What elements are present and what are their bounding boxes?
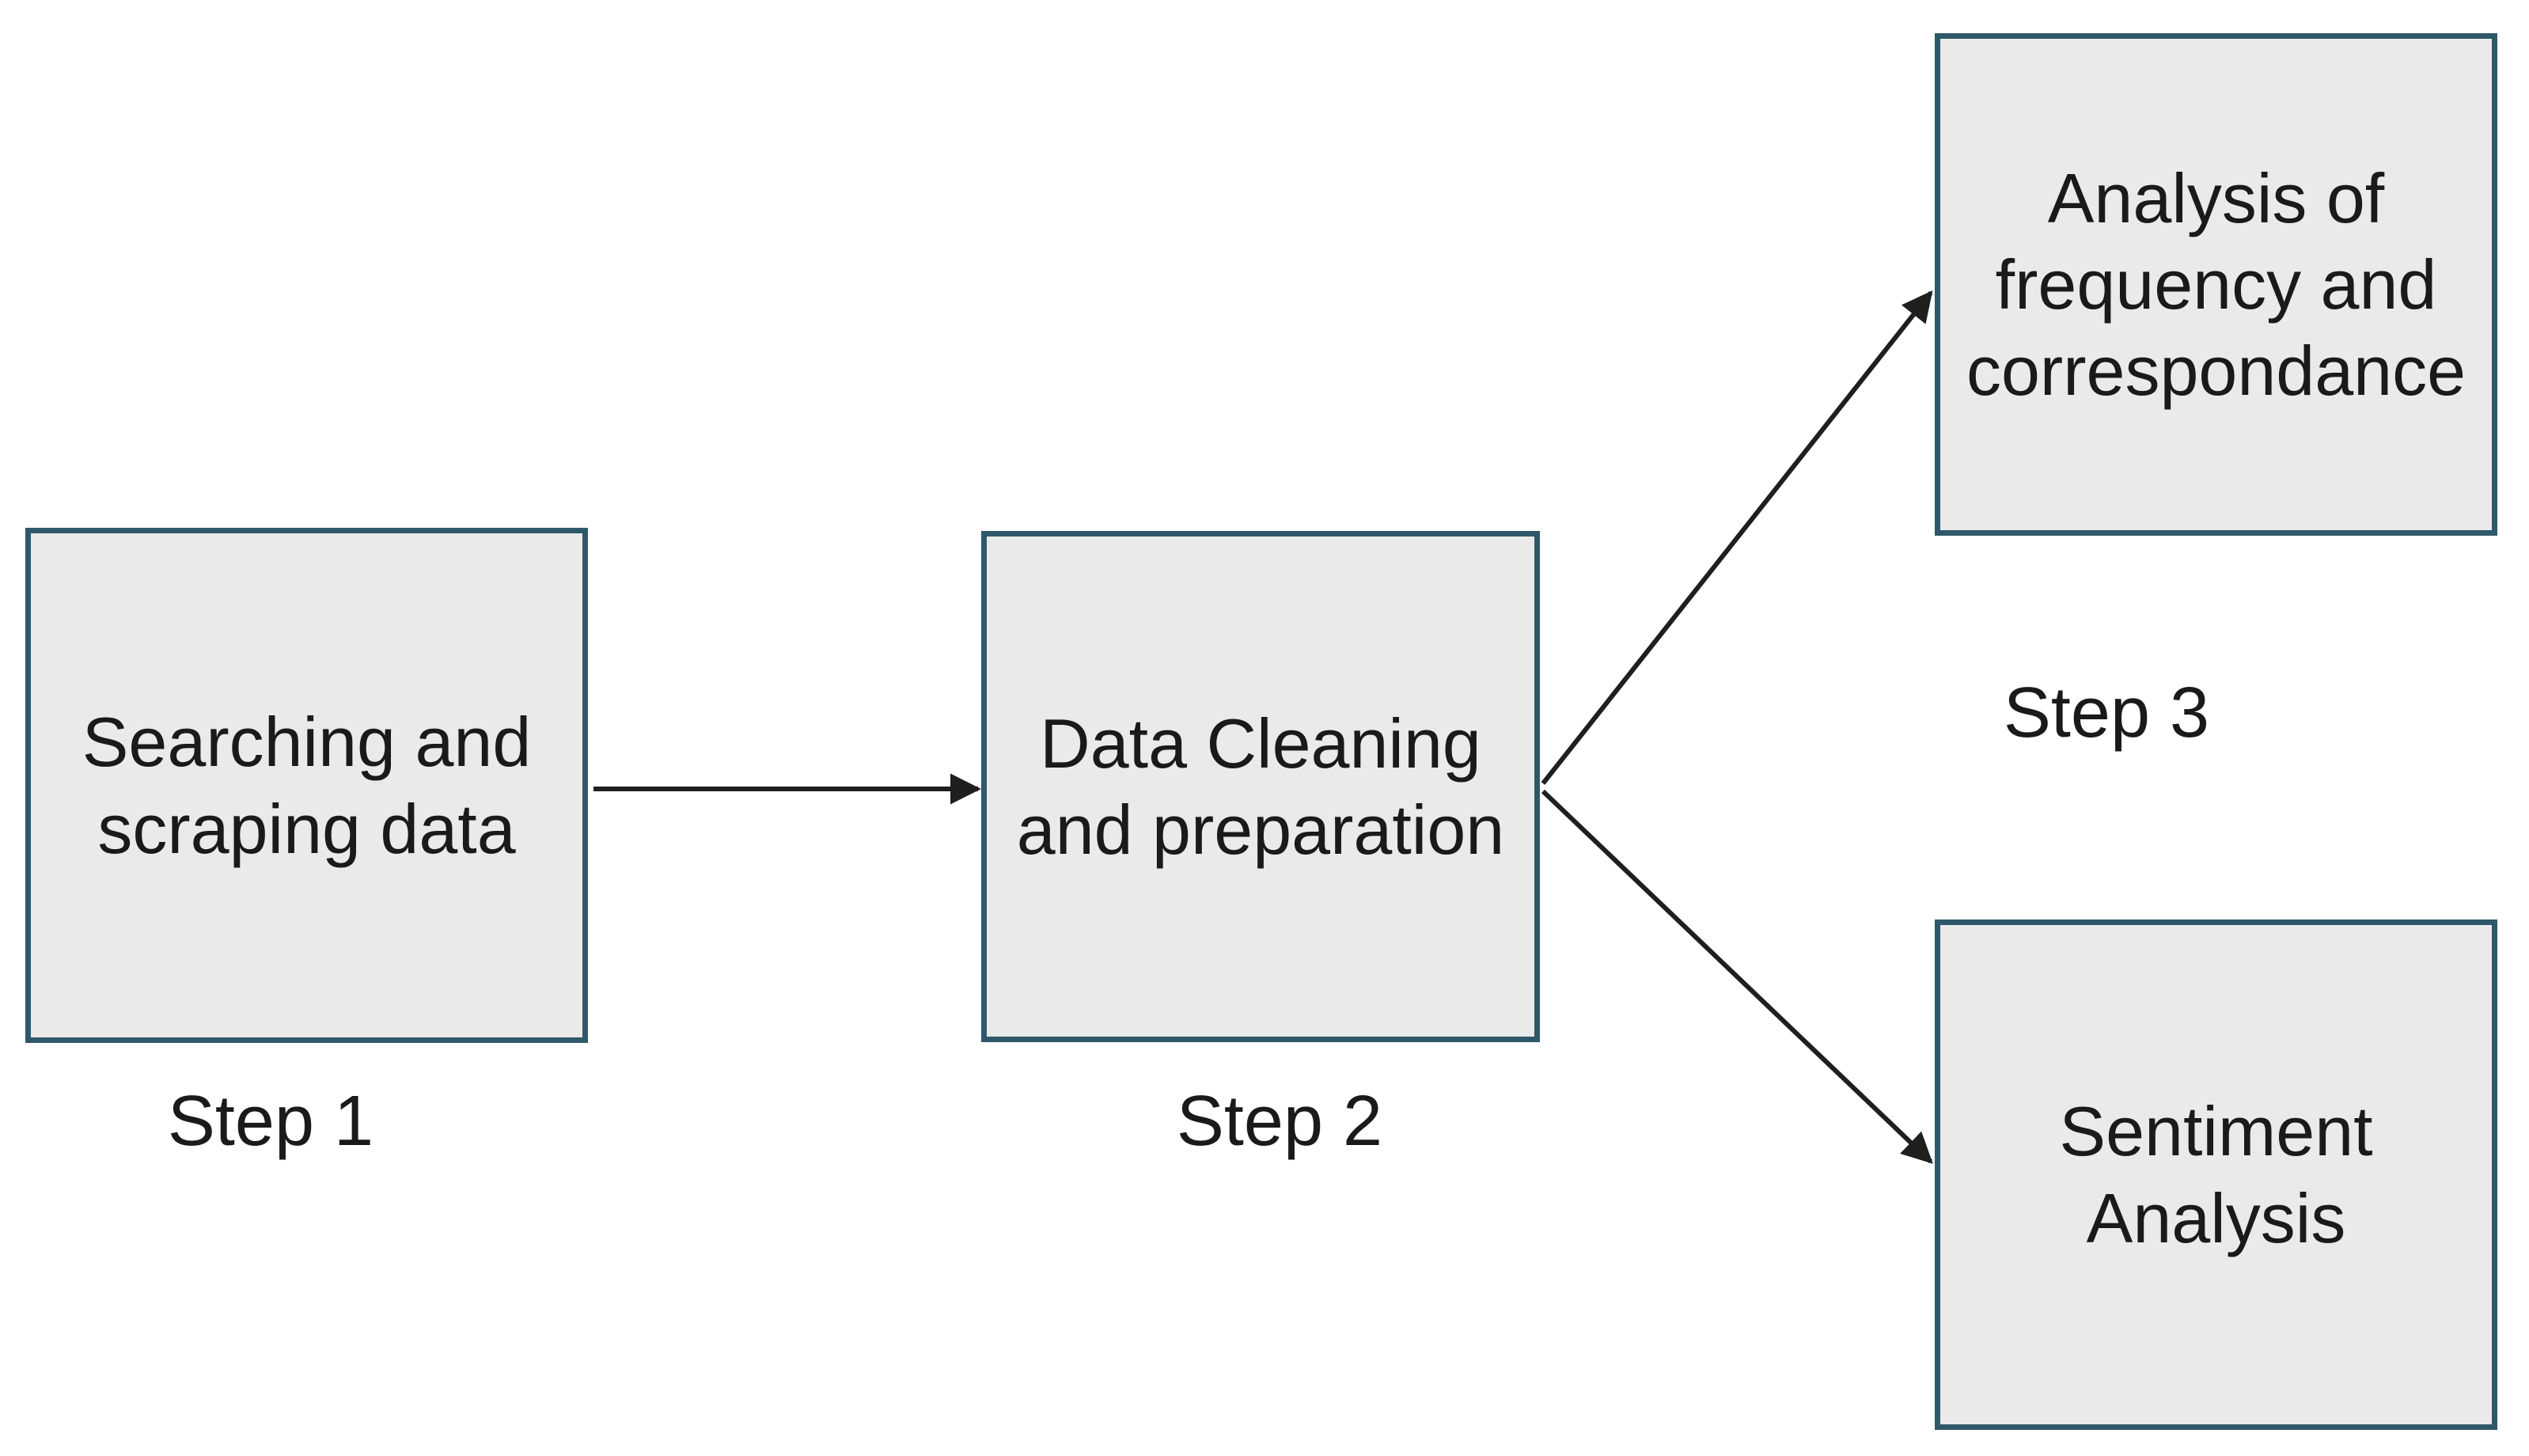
step-3-label: Step 3	[2003, 673, 2210, 753]
flow-node-searching-scraping: Searching and scraping data	[25, 528, 588, 1043]
arrow-cleaning-to-frequency	[1541, 290, 1933, 785]
step-2-label: Step 2	[1176, 1082, 1383, 1161]
node-label-data-cleaning: Data Cleaning and preparation	[1016, 703, 1505, 869]
arrow-cleaning-to-sentiment	[1541, 789, 1933, 1164]
node-label-searching-scraping: Searching and scraping data	[82, 703, 532, 868]
flow-node-sentiment-analysis: Sentiment Analysis	[1935, 919, 2497, 1430]
step-1-label: Step 1	[167, 1082, 374, 1161]
flow-node-data-cleaning: Data Cleaning and preparation	[981, 531, 1540, 1042]
flow-node-frequency-correspondence-analysis: Analysis of frequency and correspondance	[1935, 33, 2497, 536]
node-label-frequency-correspondence-analysis: Analysis of frequency and correspondance	[1966, 158, 2466, 411]
node-label-sentiment-analysis: Sentiment Analysis	[2059, 1092, 2373, 1257]
